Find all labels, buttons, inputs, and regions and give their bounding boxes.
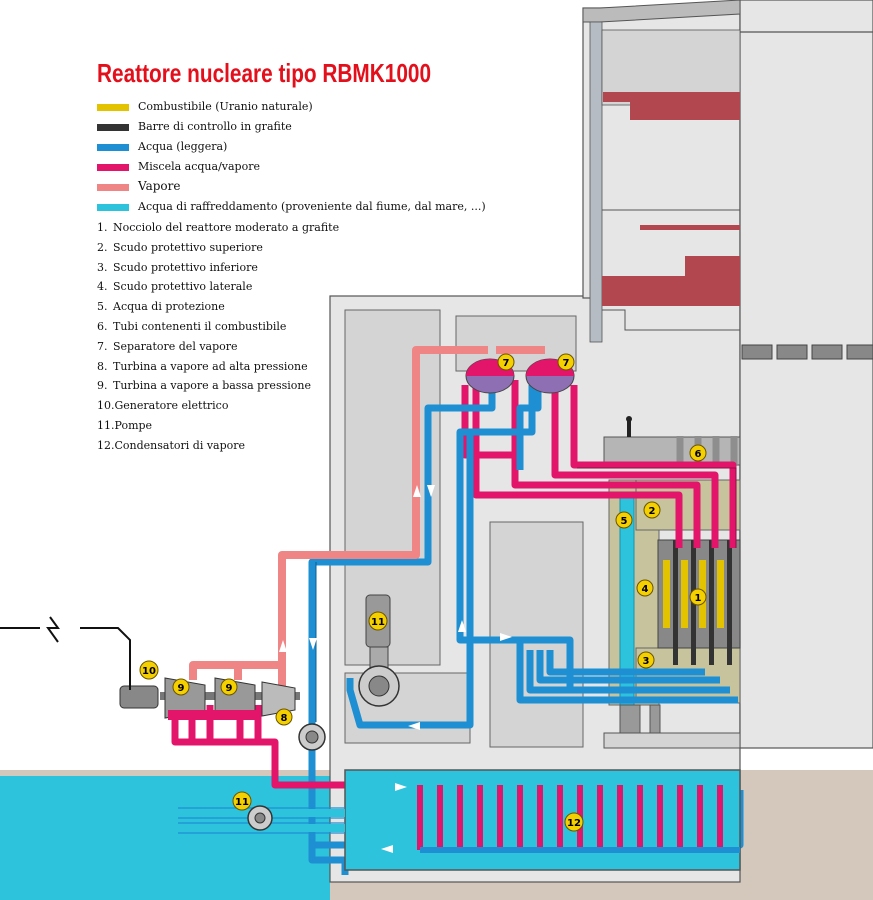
component-num: 6. xyxy=(97,319,108,333)
component-num: 1. xyxy=(97,221,108,234)
badge-7b-label: 7 xyxy=(563,358,570,369)
badge-11a-label: 11 xyxy=(371,617,385,628)
component-list: 1. Nocciolo del reattore moderato a grafi… xyxy=(97,221,339,459)
badge-12: 12 xyxy=(564,812,584,832)
component-num: 10. xyxy=(97,399,115,413)
component-num: 3. xyxy=(97,260,108,274)
badge-1: 1 xyxy=(689,588,707,606)
component-num: 7. xyxy=(97,339,108,353)
side-building xyxy=(739,0,873,749)
badge-3: 3 xyxy=(637,651,655,669)
legend-label-water-steam-mix: Miscela acqua/vapore xyxy=(138,160,260,173)
component-label: Condensatori di vapore xyxy=(114,438,246,452)
component-label: Acqua di protezione xyxy=(113,300,225,314)
badge-2: 2 xyxy=(643,501,661,519)
component-label: Tubi contenenti il combustibile xyxy=(113,319,287,333)
legend-item-control-rods: Barre di controllo in grafite xyxy=(97,118,497,138)
badge-2-label: 2 xyxy=(649,506,656,517)
component-num: 8. xyxy=(97,359,108,373)
badge-8: 8 xyxy=(275,708,293,726)
badge-12-label: 12 xyxy=(567,818,581,829)
component-num: 4. xyxy=(97,280,108,294)
legend-label-fuel: Combustibile (Uranio naturale) xyxy=(138,100,313,113)
legend-swatch-water-steam-mix xyxy=(97,164,129,171)
legend-swatch-steam xyxy=(97,184,129,191)
legend-label-water: Acqua (leggera) xyxy=(138,140,228,153)
legend-swatch-control-rods xyxy=(97,124,129,131)
diagram-title: Reattore nucleare tipo RBMK1000 xyxy=(97,58,432,88)
badge-5: 5 xyxy=(615,511,633,529)
component-item-7: 7. Separatore del vapore xyxy=(97,340,339,360)
badge-10-label: 10 xyxy=(142,666,156,677)
component-item-2: 2. Scudo protettivo superiore xyxy=(97,241,339,261)
component-label: Nocciolo del reattore moderato a grafite xyxy=(113,221,340,234)
badge-4-label: 4 xyxy=(642,584,649,595)
badge-9b-label: 9 xyxy=(226,683,233,694)
badge-9a: 9 xyxy=(172,678,190,696)
legend-item-cooling-water: Acqua di raffreddamento (proveniente dal… xyxy=(97,198,497,218)
legend-item-fuel: Combustibile (Uranio naturale) xyxy=(97,98,497,118)
badge-9a-label: 9 xyxy=(178,683,185,694)
component-num: 5. xyxy=(97,300,108,314)
component-label: Turbina a vapore ad alta pressione xyxy=(113,359,308,373)
badge-7b: 7 xyxy=(557,353,575,371)
badge-5-label: 5 xyxy=(621,516,628,527)
badge-3-label: 3 xyxy=(643,656,650,667)
badge-11b: 11 xyxy=(232,791,252,811)
component-num: 2. xyxy=(97,240,108,254)
badge-8-label: 8 xyxy=(281,713,288,724)
badge-6: 6 xyxy=(689,444,707,462)
legend-item-water-steam-mix: Miscela acqua/vapore xyxy=(97,158,497,178)
legend: Combustibile (Uranio naturale) Barre di … xyxy=(97,98,497,218)
component-item-4: 4. Scudo protettivo laterale xyxy=(97,280,339,300)
component-item-12: 12.Condensatori di vapore xyxy=(97,439,339,459)
component-label: Scudo protettivo inferiore xyxy=(113,260,258,274)
badge-4: 4 xyxy=(636,579,654,597)
component-item-11: 11.Pompe xyxy=(97,419,339,439)
component-num: 9. xyxy=(97,379,108,393)
legend-swatch-cooling-water xyxy=(97,204,129,211)
legend-label-cooling-water: Acqua di raffreddamento (proveniente dal… xyxy=(138,200,486,213)
component-label: Scudo protettivo laterale xyxy=(113,280,253,294)
legend-item-water: Acqua (leggera) xyxy=(97,138,497,158)
legend-label-steam: Vapore xyxy=(138,179,181,193)
legend-item-steam: Vapore xyxy=(97,178,497,198)
component-item-3: 3. Scudo protettivo inferiore xyxy=(97,261,339,281)
component-label: Turbina a vapore a bassa pressione xyxy=(113,379,311,393)
badge-10: 10 xyxy=(139,660,159,680)
component-label: Separatore del vapore xyxy=(113,339,238,353)
component-item-8: 8. Turbina a vapore ad alta pressione xyxy=(97,360,339,380)
badge-11b-label: 11 xyxy=(235,797,249,808)
badge-1-label: 1 xyxy=(695,593,702,604)
badge-7a-label: 7 xyxy=(503,358,510,369)
badge-7a: 7 xyxy=(497,353,515,371)
component-label: Generatore elettrico xyxy=(114,399,229,413)
component-label: Scudo protettivo superiore xyxy=(113,240,263,254)
component-label: Pompe xyxy=(114,418,153,432)
component-num: 12. xyxy=(97,438,115,452)
badge-6-label: 6 xyxy=(695,449,702,460)
badge-11a: 11 xyxy=(368,611,388,631)
component-item-1: 1. Nocciolo del reattore moderato a grafi… xyxy=(97,221,339,241)
legend-swatch-water xyxy=(97,144,129,151)
badge-9b: 9 xyxy=(220,678,238,696)
component-item-9: 9. Turbina a vapore a bassa pressione xyxy=(97,379,339,399)
legend-swatch-fuel xyxy=(97,104,129,111)
legend-label-control-rods: Barre di controllo in grafite xyxy=(138,120,292,133)
component-item-5: 5. Acqua di protezione xyxy=(97,300,339,320)
component-num: 11. xyxy=(97,418,115,432)
component-item-10: 10.Generatore elettrico xyxy=(97,399,339,419)
component-item-6: 6. Tubi contenenti il combustibile xyxy=(97,320,339,340)
